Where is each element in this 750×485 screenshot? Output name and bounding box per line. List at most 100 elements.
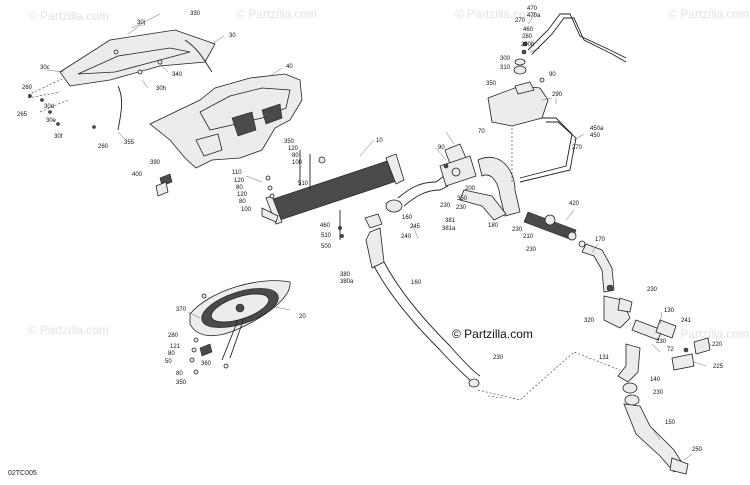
part-fairing-30 [27,29,216,131]
callout-label: 350 [457,196,468,202]
callout-label: 270 [515,18,526,24]
callout-label: 245 [410,224,421,230]
part-hose-240 [364,199,403,229]
callout-label: 150 [665,420,676,426]
callout-label: 370 [176,307,187,313]
watermark-faint: © Partzilla.com [668,7,749,21]
callout-label: 450a [590,126,604,132]
watermark-faint: © Partzilla.com [668,327,749,341]
callout-label: 230 [512,227,523,233]
callout-label: 420 [569,201,580,207]
callout-label: 220 [712,342,723,348]
part-body-40 [149,73,303,169]
callout-label: 460 [320,223,331,229]
callout-label: 100 [241,207,252,213]
callout-label: 100 [292,160,303,166]
callout-label: 200 [465,186,476,192]
callout-label: 160 [402,215,413,221]
callout-label: 40 [286,64,293,70]
callout-label: 230 [653,390,664,396]
callout-label: 120 [234,178,245,184]
callout-label: 140 [650,377,661,383]
callout-label: 80 [292,153,299,159]
callout-label: 230 [647,287,658,293]
part-connector-420 [523,211,586,248]
callout-label: 72 [667,347,674,353]
callout-label: 160 [411,280,422,286]
callout-label: 230 [440,203,451,209]
part-hose-380 [365,227,481,388]
callout-label: 80 [239,199,246,205]
callout-label: 120 [288,146,299,152]
callout-label: 450 [590,133,601,139]
dash-guides [477,351,621,401]
part-coolant-reservoir [487,41,549,127]
callout-label: 310 [500,65,511,71]
callout-label: 121 [170,344,181,350]
callout-label: 30e [46,118,57,124]
callout-label: 30f [54,134,63,140]
part-bracket-390-400 [155,173,173,197]
part-radiator-10 [261,150,405,240]
callout-label: 390 [150,160,161,166]
callout-label: 290 [552,92,563,98]
callout-label: 300 [500,56,511,62]
diagram-code: 02TC005 [8,470,37,477]
callout-label: 380a [340,279,354,285]
callout-label: 210 [523,234,534,240]
callout-label: 90 [438,145,445,151]
callout-label: 230 [656,339,667,345]
callout-label: 230 [456,205,467,211]
part-thermostat-70 [439,143,477,187]
part-vent-lines [511,13,627,183]
callout-label: 320 [584,318,595,324]
callout-label: 355 [124,140,135,146]
callout-label: 50 [165,359,172,365]
callout-label: 90 [549,72,556,78]
callout-label: 330 [190,11,201,17]
watermark-layer: © Partzilla.com © Partzilla.com © Partzi… [28,7,749,341]
callout-label: 470a [527,13,541,19]
callout-label: 270 [572,145,583,151]
callout-label: 80 [168,351,175,357]
callout-label: 460 [523,27,534,33]
callout-label: 380 [340,272,351,278]
callout-label: 381 [445,218,456,224]
part-fan-20 [189,280,291,375]
callout-label: 230 [493,355,504,361]
callout-label: 510 [321,233,332,239]
callout-label: 80 [176,371,183,377]
callout-label: 470 [527,6,538,12]
callout-label: 180 [488,223,499,229]
part-hose-180 [477,157,521,217]
callout-label: 30h [156,86,166,92]
callout-label: 10 [376,138,383,144]
callout-label: 120 [237,192,248,198]
watermark-faint: © Partzilla.com [28,9,109,23]
leader-lines [45,11,713,461]
watermark-faint: © Partzilla.com [28,323,109,337]
callout-label: 170 [595,237,606,243]
watermark-faint: © Partzilla.com [236,7,317,21]
callout-label: 360 [201,361,212,367]
part-bracket-220 [671,337,711,371]
watermark-faint: © Partzilla.com [455,7,536,21]
callout-label: 80 [236,185,243,191]
callout-label: 350 [176,380,187,386]
callout-label: 260 [98,144,109,150]
callout-label: 110 [232,170,242,176]
callout-label: 70 [478,129,485,135]
part-hose-170 [581,243,615,293]
callout-label: 230 [526,247,537,253]
callout-label: 20 [299,314,306,320]
callout-label: 265 [17,112,28,118]
callout-label: 30j [137,20,145,26]
watermark: © Partzilla.com [452,327,533,341]
callout-label: 30c [40,65,50,71]
callout-label: 30 [229,33,236,39]
callout-label: 400 [132,172,143,178]
callout-label: 280 [522,34,533,40]
callout-label: 340 [172,72,183,78]
callout-label: 250 [692,447,703,453]
